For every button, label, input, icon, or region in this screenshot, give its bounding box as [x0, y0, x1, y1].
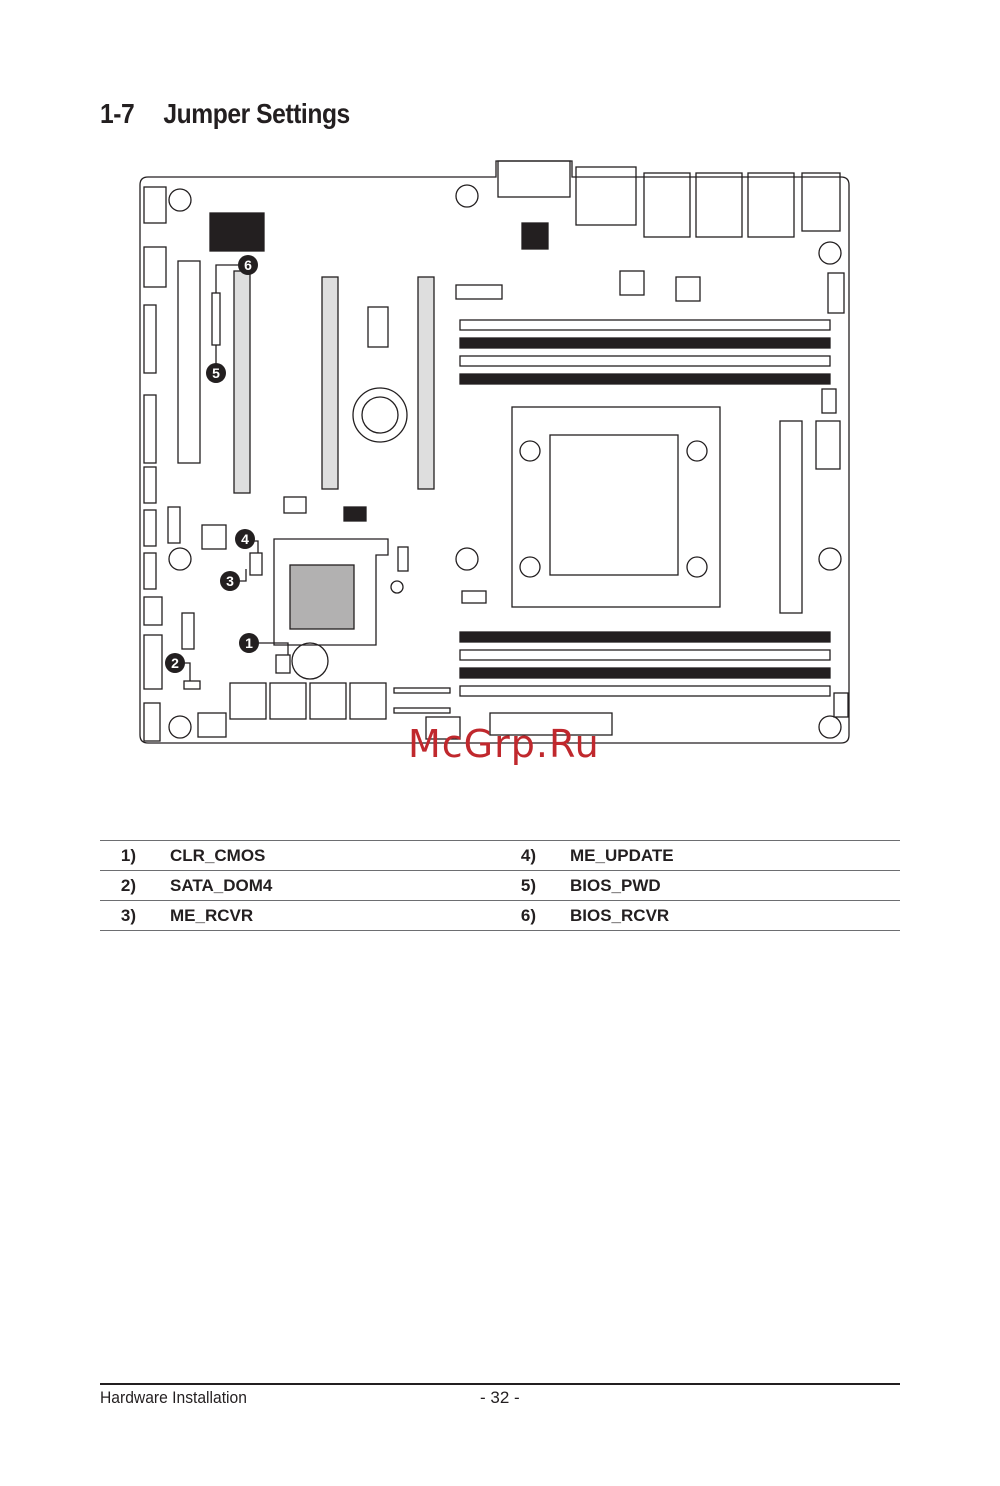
- rear-io-4: [695, 172, 743, 238]
- jumper-5-6: [211, 292, 221, 346]
- jumper-3-4: [249, 552, 263, 576]
- jumper-label: BIOS_RCVR: [570, 900, 900, 931]
- jumper-number: 6): [500, 900, 536, 931]
- marker-4: 4: [235, 529, 255, 549]
- section-number: 1-7: [100, 98, 135, 129]
- pcie-slot-1: [233, 270, 251, 494]
- rear-io-6: [801, 172, 841, 232]
- rear-io-5: [747, 172, 795, 238]
- rear-io-1: [497, 160, 571, 198]
- footer-section: Hardware Installation: [100, 1388, 247, 1407]
- dimm: [459, 649, 831, 661]
- mount-hole: [168, 547, 192, 571]
- mount-hole: [168, 715, 192, 739]
- dimm: [459, 631, 831, 643]
- section-title: Jumper Settings: [163, 98, 350, 129]
- svg-text:2: 2: [171, 655, 179, 671]
- marker-6: 6: [238, 255, 258, 275]
- svg-text:4: 4: [241, 531, 249, 547]
- svg-text:3: 3: [226, 573, 234, 589]
- jumper-number: 3): [100, 900, 136, 931]
- jumper-2: [183, 680, 201, 690]
- dimm: [459, 355, 831, 367]
- jumper-label: ME_UPDATE: [570, 840, 900, 871]
- chip: [209, 212, 265, 252]
- table-row: 1) CLR_CMOS 4) ME_UPDATE: [100, 840, 900, 871]
- marker-1: 1: [239, 633, 259, 653]
- jumper-table: 1) CLR_CMOS 4) ME_UPDATE 2) SATA_DOM4 5)…: [100, 840, 900, 931]
- jumper-label: SATA_DOM4: [170, 870, 500, 901]
- rear-io-2: [575, 166, 637, 226]
- dimm: [459, 667, 831, 679]
- mount-hole: [455, 184, 479, 208]
- dimm: [459, 337, 831, 349]
- jumper-label: CLR_CMOS: [170, 840, 500, 871]
- cpu-socket: [511, 406, 721, 608]
- pch-chip: [289, 564, 355, 630]
- mount-hole: [455, 547, 479, 571]
- marker-5: 5: [206, 363, 226, 383]
- svg-text:5: 5: [212, 365, 220, 381]
- svg-text:1: 1: [245, 635, 253, 651]
- page-number: - 32 -: [480, 1388, 520, 1407]
- jumper-label: ME_RCVR: [170, 900, 500, 931]
- jumper-number: 1): [100, 840, 136, 871]
- jumper-1: [275, 654, 291, 674]
- table-row: 3) ME_RCVR 6) BIOS_RCVR: [100, 900, 900, 931]
- battery: [352, 387, 408, 443]
- pcie-slot-2: [321, 276, 339, 490]
- rear-io-3: [643, 172, 691, 238]
- svg-text:6: 6: [244, 257, 252, 273]
- mount-hole: [818, 715, 842, 739]
- jumper-label: BIOS_PWD: [570, 870, 900, 901]
- jumper-number: 5): [500, 870, 536, 901]
- marker-3: 3: [220, 571, 240, 591]
- jumper-markers: 1 2 3 4 5 6: [165, 255, 259, 673]
- pch-area: [273, 538, 389, 646]
- section-heading: 1-7 Jumper Settings: [100, 98, 350, 130]
- pci-slot-1: [177, 260, 201, 464]
- motherboard-diagram: 1 2 3 4 5 6: [139, 160, 850, 744]
- marker-2: 2: [165, 653, 185, 673]
- dimm: [459, 319, 831, 331]
- watermark: McGrp.Ru: [408, 722, 600, 766]
- mount-hole: [818, 241, 842, 265]
- jumper-number: 4): [500, 840, 536, 871]
- dimm: [459, 373, 831, 385]
- mount-hole: [168, 188, 192, 212]
- pcie-slot-3: [417, 276, 435, 490]
- dimm: [459, 685, 831, 697]
- footer-rule: [100, 1383, 900, 1385]
- board-outline: [139, 160, 850, 744]
- table-row: 2) SATA_DOM4 5) BIOS_PWD: [100, 870, 900, 901]
- jumper-number: 2): [100, 870, 136, 901]
- mount-hole: [818, 547, 842, 571]
